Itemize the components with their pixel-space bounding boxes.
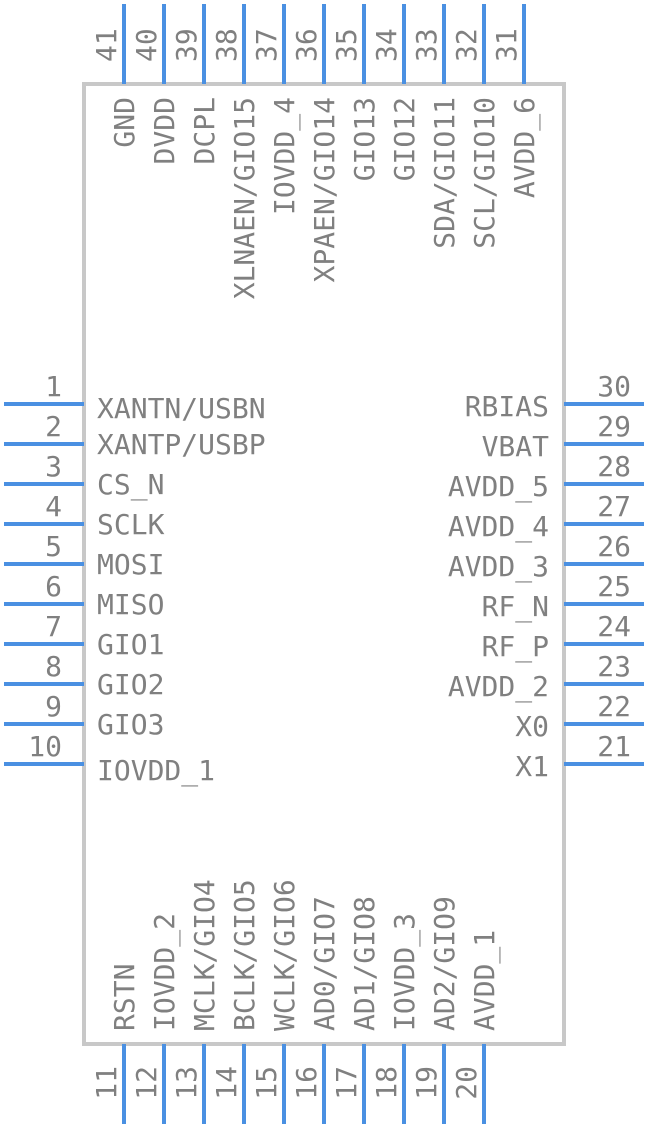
pin-name: XANTP/USBP bbox=[97, 428, 266, 461]
pin-name: AD2/GIO9 bbox=[428, 896, 461, 1031]
pin-number: 28 bbox=[597, 450, 631, 483]
pin-name: SDA/GIO11 bbox=[428, 97, 461, 249]
pin-number: 40 bbox=[130, 28, 163, 62]
pin-number: 3 bbox=[45, 450, 62, 483]
pin-name: CS_N bbox=[97, 468, 164, 502]
pin-number: 26 bbox=[597, 530, 631, 563]
pin-number: 18 bbox=[370, 1066, 403, 1100]
pin-number: 11 bbox=[90, 1066, 123, 1100]
pin-number: 10 bbox=[28, 730, 62, 763]
pin-number: 20 bbox=[450, 1066, 483, 1100]
pin-number: 33 bbox=[410, 28, 443, 62]
pin-name: BCLK/GIO5 bbox=[228, 879, 261, 1031]
pin-number: 16 bbox=[290, 1066, 323, 1100]
pin-name: X0 bbox=[515, 710, 549, 743]
pin-name: RBIAS bbox=[465, 390, 549, 423]
pin-name: MOSI bbox=[97, 548, 164, 581]
pin-number: 25 bbox=[597, 570, 631, 603]
pin-name: XPAEN/GIO14 bbox=[308, 97, 341, 282]
pin-name: WCLK/GIO6 bbox=[268, 879, 301, 1031]
pin-name: IOVDD_2 bbox=[148, 913, 182, 1031]
pin-name: XANTN/USBN bbox=[97, 392, 266, 425]
pin-name: GIO2 bbox=[97, 668, 164, 701]
pin-number: 24 bbox=[597, 610, 631, 643]
pin-number: 5 bbox=[45, 530, 62, 563]
pin-name: DVDD bbox=[148, 97, 181, 164]
pin-number: 34 bbox=[370, 28, 403, 62]
pin-number: 17 bbox=[330, 1066, 363, 1100]
pin-name: AVDD_1 bbox=[468, 930, 502, 1031]
pin-number: 31 bbox=[490, 28, 523, 62]
pin-number: 36 bbox=[290, 28, 323, 62]
pin-number: 21 bbox=[597, 730, 631, 763]
pin-name: AVDD_6 bbox=[508, 97, 542, 198]
pin-number: 13 bbox=[170, 1066, 203, 1100]
pin-number: 6 bbox=[45, 570, 62, 603]
pin-name: GND bbox=[108, 97, 141, 148]
pin-number: 15 bbox=[250, 1066, 283, 1100]
pin-number: 12 bbox=[130, 1066, 163, 1100]
pin-number: 32 bbox=[450, 28, 483, 62]
pin-name: AD0/GIO7 bbox=[308, 896, 341, 1031]
pin-name: MCLK/GIO4 bbox=[188, 879, 221, 1031]
pin-name: GIO13 bbox=[348, 97, 381, 181]
pin-name: IOVDD_3 bbox=[388, 913, 422, 1031]
pin-name: AVDD_2 bbox=[448, 670, 549, 704]
pin-number: 9 bbox=[45, 690, 62, 723]
pin-number: 27 bbox=[597, 490, 631, 523]
pin-number: 14 bbox=[210, 1066, 243, 1100]
pin-name: SCLK bbox=[97, 508, 165, 541]
pin-name: RF_P bbox=[482, 630, 549, 664]
pin-name: IOVDD_1 bbox=[97, 754, 215, 788]
pin-number: 2 bbox=[45, 410, 62, 443]
pin-name: GIO1 bbox=[97, 628, 164, 661]
pin-name: AVDD_5 bbox=[448, 470, 549, 504]
pin-name: RSTN bbox=[108, 964, 141, 1031]
pin-number: 23 bbox=[597, 650, 631, 683]
pin-name: MISO bbox=[97, 588, 164, 621]
pin-name: GIO3 bbox=[97, 708, 164, 741]
pin-name: GIO12 bbox=[388, 97, 421, 181]
pin-name: IOVDD_4 bbox=[268, 97, 302, 215]
pin-name: AVDD_4 bbox=[448, 510, 549, 544]
pin-number: 1 bbox=[45, 370, 62, 403]
pin-name: AD1/GIO8 bbox=[348, 896, 381, 1031]
pin-number: 8 bbox=[45, 650, 62, 683]
pin-name: SCL/GIO10 bbox=[468, 97, 501, 249]
pin-number: 19 bbox=[410, 1066, 443, 1100]
pin-name: XLNAEN/GIO15 bbox=[228, 97, 261, 299]
pin-number: 39 bbox=[170, 28, 203, 62]
pin-number: 7 bbox=[45, 610, 62, 643]
pin-number: 22 bbox=[597, 690, 631, 723]
pin-name: VBAT bbox=[482, 430, 550, 463]
pin-number: 4 bbox=[45, 490, 62, 523]
pin-name: DCPL bbox=[188, 97, 221, 164]
pin-number: 38 bbox=[210, 28, 243, 62]
pin-number: 41 bbox=[90, 28, 123, 62]
pin-number: 30 bbox=[597, 370, 631, 403]
pin-number: 35 bbox=[330, 28, 363, 62]
pin-name: AVDD_3 bbox=[448, 550, 549, 584]
pin-name: X1 bbox=[515, 750, 549, 783]
pin-number: 37 bbox=[250, 28, 283, 62]
pin-number: 29 bbox=[597, 410, 631, 443]
pin-name: RF_N bbox=[482, 590, 549, 624]
